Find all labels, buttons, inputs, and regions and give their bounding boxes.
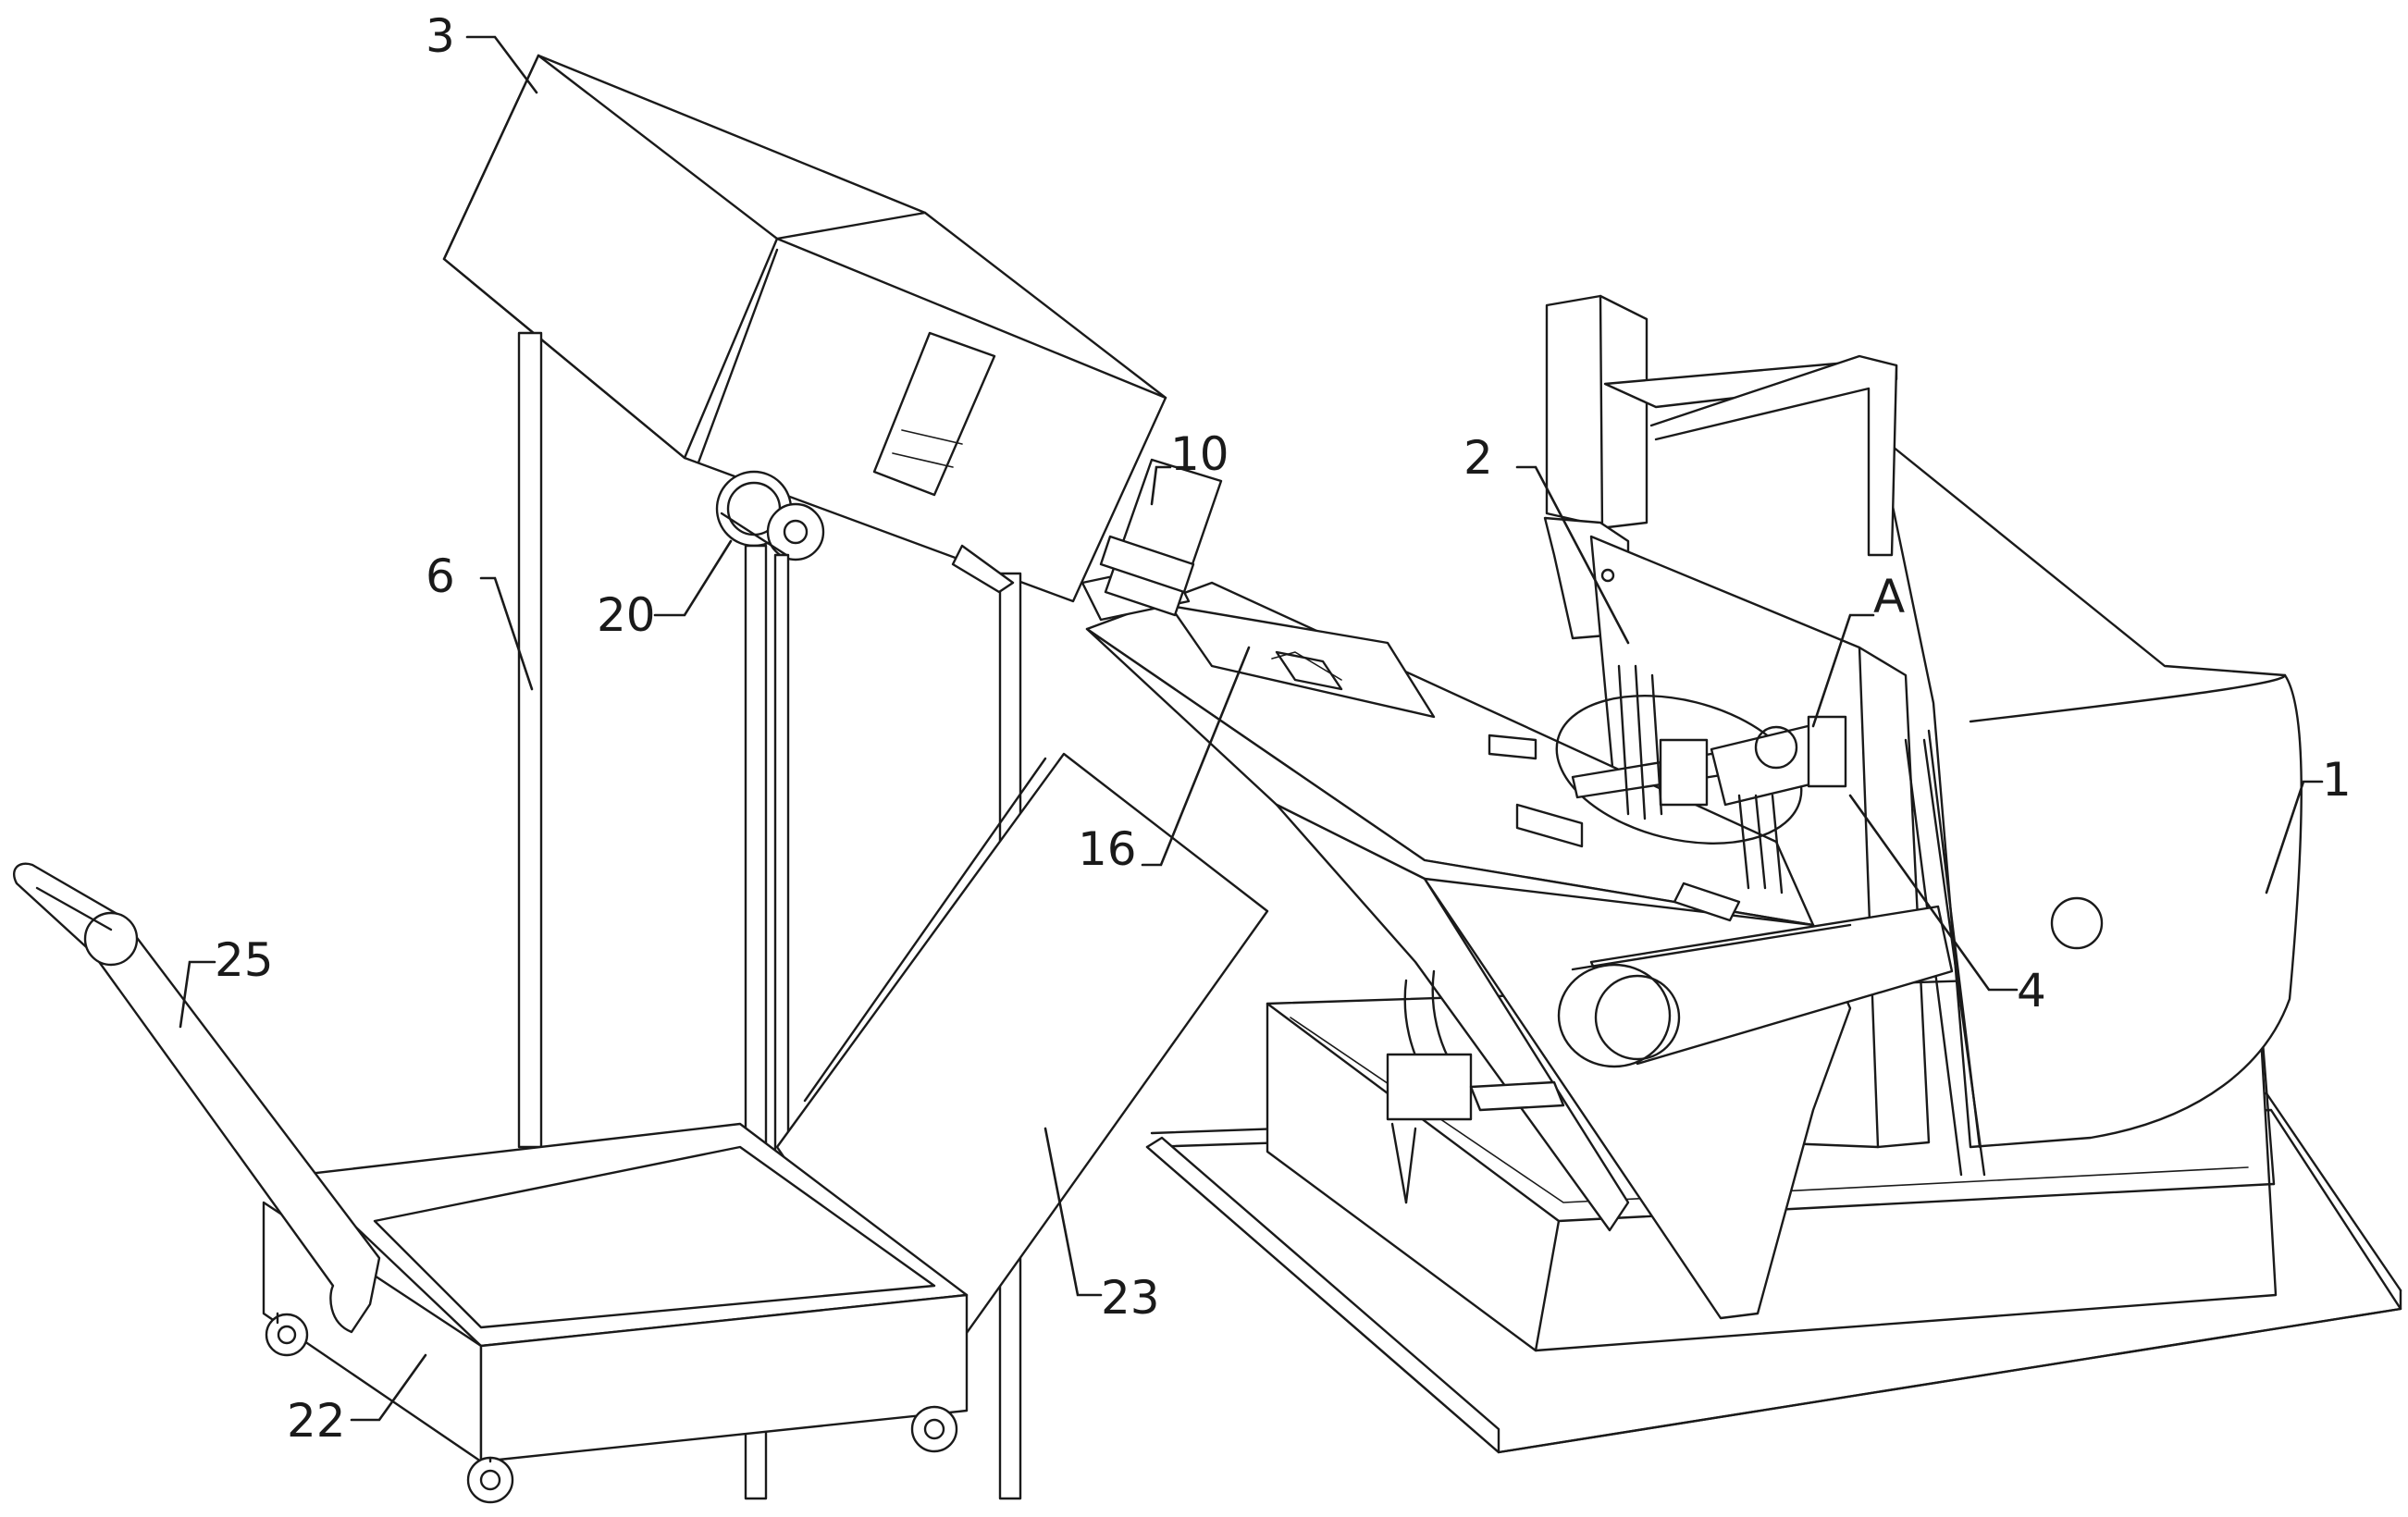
label-20: 20 <box>597 588 656 642</box>
label-1: 1 <box>2322 753 2352 807</box>
label-A: A <box>1873 570 1905 623</box>
label-10: 10 <box>1170 427 1229 481</box>
cart-wheel <box>266 1314 307 1355</box>
label-2: 2 <box>1463 431 1493 485</box>
label-22: 22 <box>287 1394 346 1448</box>
label-25: 25 <box>215 933 274 987</box>
label-23: 23 <box>1101 1271 1160 1325</box>
cart-wheel <box>468 1458 512 1502</box>
label-6: 6 <box>426 549 455 603</box>
hopper <box>444 56 1221 615</box>
cart-wheel <box>912 1407 957 1451</box>
label-4: 4 <box>2017 964 2046 1018</box>
label-3: 3 <box>426 9 455 63</box>
label-16: 16 <box>1078 822 1137 876</box>
